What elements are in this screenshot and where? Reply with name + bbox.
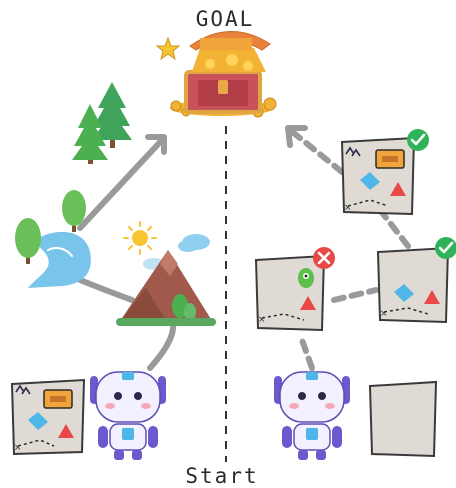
- treasure-map-icon: ×: [376, 246, 450, 324]
- sun-icon: [123, 221, 157, 255]
- robot-icon: [90, 371, 166, 460]
- left-arrow-head: [145, 134, 167, 155]
- left-path-segment-2: [77, 277, 135, 303]
- svg-text:×: ×: [14, 443, 22, 453]
- check-badge-icon: [435, 237, 456, 259]
- river-icon: [28, 231, 91, 288]
- treasure-map-icon: ×: [340, 136, 416, 216]
- tree-icon: [15, 190, 86, 264]
- right-path-segment-1: [299, 337, 315, 371]
- goal-label: GOAL: [196, 7, 255, 31]
- treasure-map-icon: ×: [254, 254, 326, 332]
- svg-text:×: ×: [380, 309, 388, 319]
- treasure-chest-icon: [170, 31, 277, 118]
- star-icon: [155, 36, 181, 61]
- robot-icon: [274, 371, 350, 460]
- pine-tree-icon: [72, 82, 132, 164]
- treasure-map-icon: ×: [10, 378, 86, 456]
- right-path-segment-2: [331, 287, 379, 303]
- start-label: Start: [185, 464, 258, 488]
- check-badge-icon: [407, 129, 429, 151]
- treasure-map-icon: [368, 380, 438, 458]
- right-path-segment-4: [287, 127, 345, 175]
- left-path-segment-3: [77, 137, 165, 231]
- svg-text:×: ×: [344, 203, 352, 213]
- svg-text:×: ×: [258, 315, 266, 325]
- cross-badge-icon: [313, 247, 335, 269]
- right-arrow-head: [285, 125, 308, 148]
- monster-icon: [298, 268, 314, 288]
- mountain-icon: [116, 250, 216, 326]
- right-path-segment-3: [377, 207, 411, 249]
